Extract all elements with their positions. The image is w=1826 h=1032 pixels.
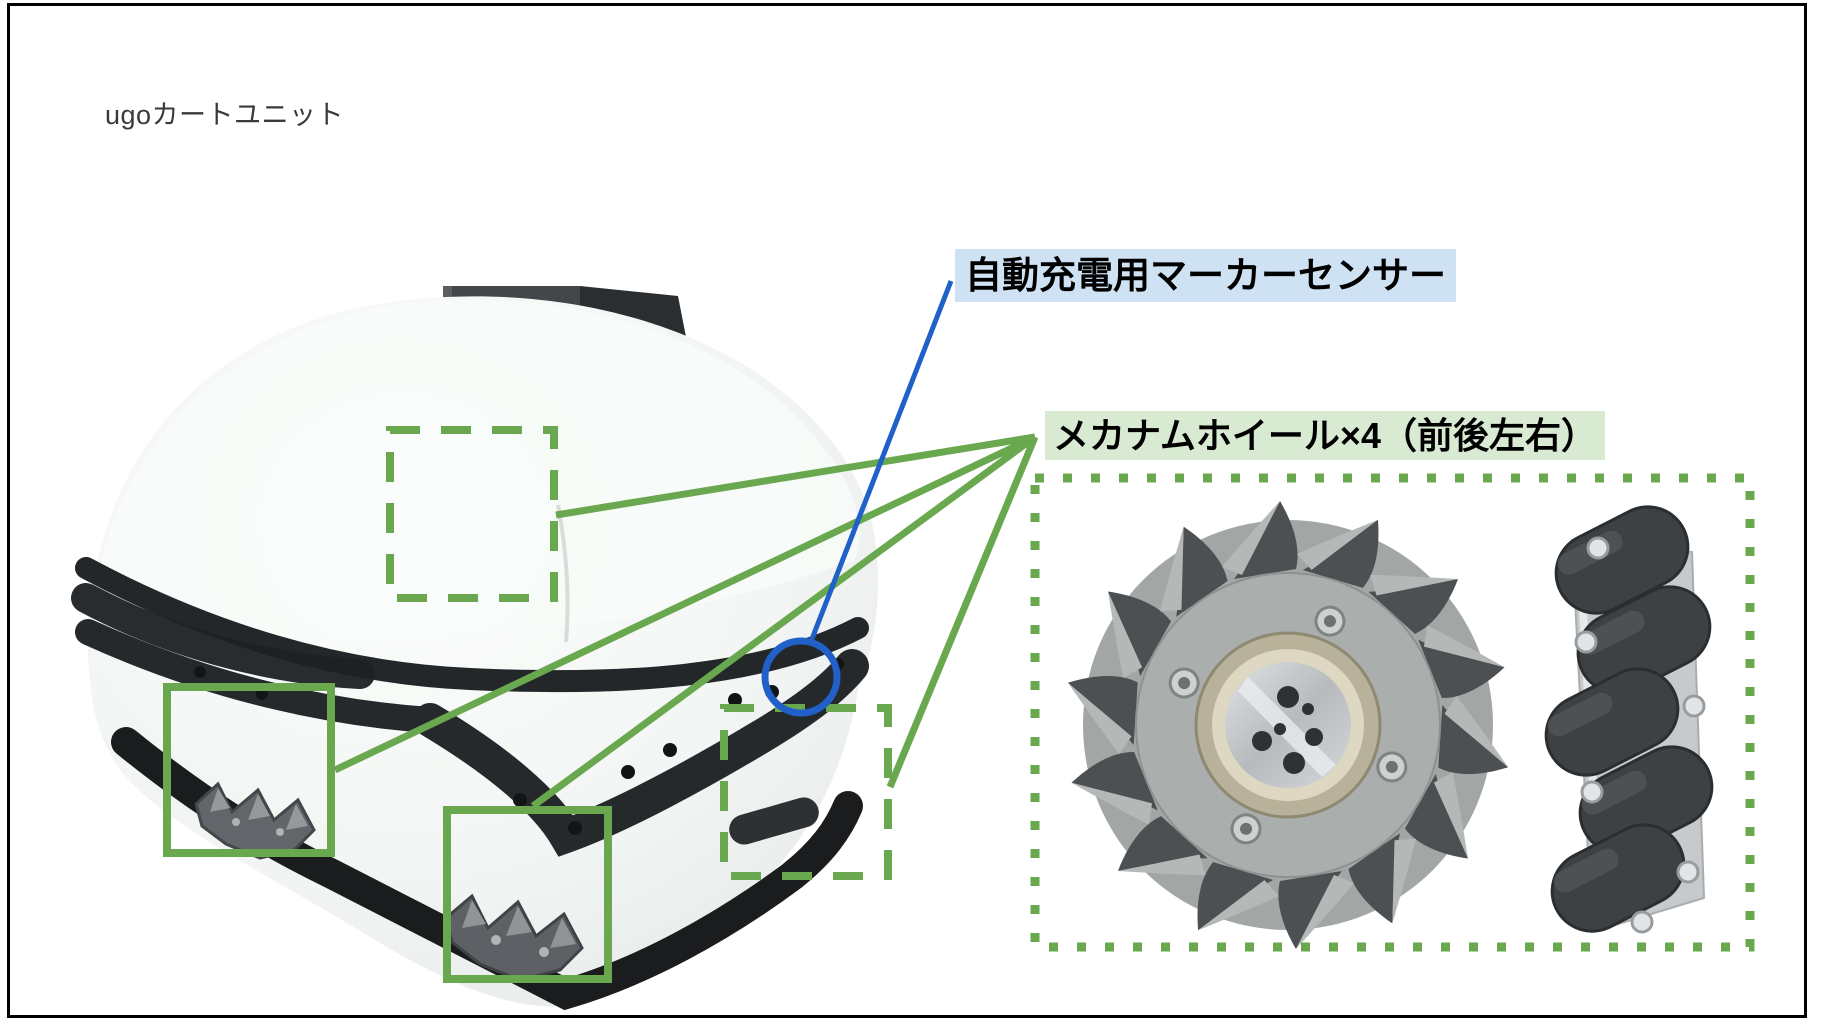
marker-sensor-circle [761,637,841,717]
label-marker-sensor: 自動充電用マーカーセンサー [955,249,1456,302]
page-title: ugoカートユニット [105,100,345,130]
robot-cart-photo [71,286,879,1011]
highlight-box-left-wheel [163,683,335,857]
robot-front-band-left [75,619,443,733]
robot-upper-seam-band [75,557,869,693]
highlight-box-right-wheel-dashed [720,704,892,880]
highlight-box-front-wheel [443,806,612,983]
robot-front-wheel [444,893,584,982]
wheels-photo-dotted-box [1030,473,1755,952]
robot-left-wheel [194,781,316,860]
robot-top-cover [96,299,860,642]
marker-sensor-callout-line [807,280,954,645]
mecanum-wheel-side-view-photo [1530,491,1728,947]
label-mecanum-wheels: メカナムホイール×4（前後左右） [1045,411,1605,460]
mecanum-wheel-front-view-photo [1053,493,1523,957]
mecanum-callout-lines [333,433,1039,809]
side-wheel-bolts [1574,536,1706,934]
robot-side-slot [729,797,819,845]
robot-panel-seam [556,504,570,643]
wheel-face-bolts [1168,605,1408,845]
highlight-box-top-mount-dashed [386,426,558,602]
outer-border-frame [7,3,1807,1018]
wheel-hub-holes [1252,686,1323,774]
